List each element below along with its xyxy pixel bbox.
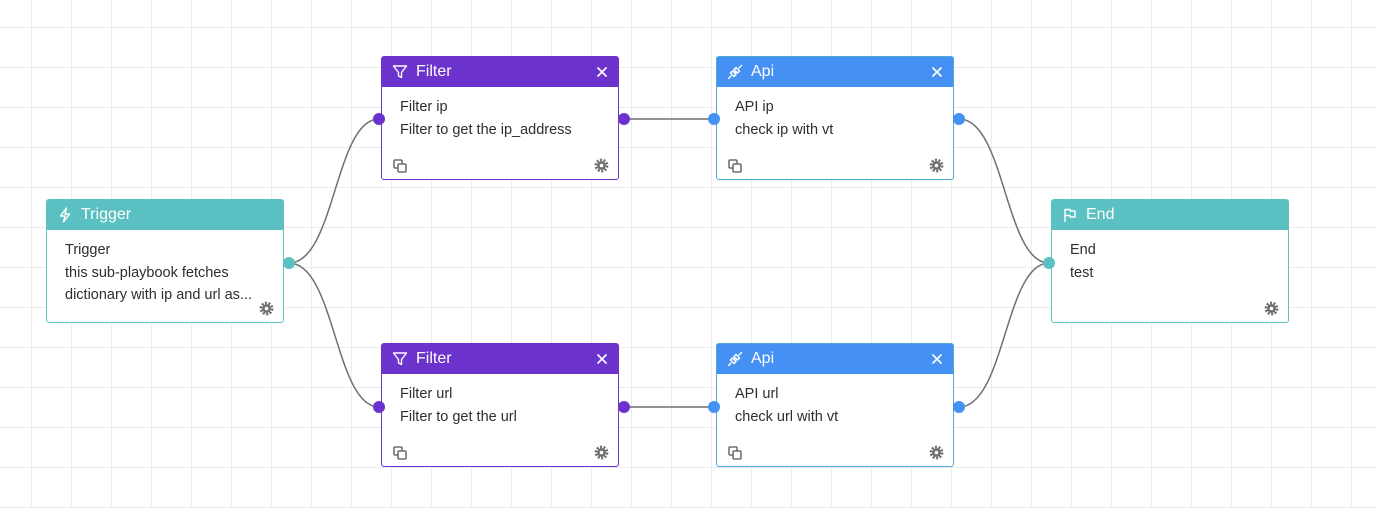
node-description: check ip with vt	[735, 121, 834, 138]
node-header[interactable]: Filter	[382, 57, 618, 87]
node-name: API ip	[735, 99, 774, 115]
node-header[interactable]: Api	[717, 344, 953, 374]
node-description: Filter to get the ip_address	[400, 121, 572, 138]
node-description: dictionary with ip and url as...	[65, 287, 252, 303]
edge-trigger-to-filter-url	[288, 262, 380, 408]
end-input-port[interactable]	[1043, 257, 1055, 269]
gear-icon[interactable]	[928, 444, 945, 461]
filter-ip-input-port[interactable]	[373, 113, 385, 125]
api-url-input-port[interactable]	[708, 401, 720, 413]
lightning-icon	[56, 206, 74, 224]
edge-trigger-to-filter-ip	[288, 118, 380, 264]
close-icon[interactable]	[594, 351, 610, 367]
filter-url-output-port[interactable]	[618, 401, 630, 413]
gear-icon[interactable]	[593, 444, 610, 461]
node-description: test	[1070, 264, 1094, 281]
node-name: Trigger	[65, 242, 111, 258]
filter-ip-node[interactable]: Filter Filter ip Filter to get the ip_ad…	[381, 56, 619, 180]
flag-icon	[1061, 206, 1079, 224]
node-description: Filter to get the url	[400, 408, 517, 425]
copy-icon[interactable]	[392, 158, 408, 174]
node-name: Filter ip	[400, 99, 448, 115]
gear-icon[interactable]	[928, 157, 945, 174]
api-ip-input-port[interactable]	[708, 113, 720, 125]
funnel-icon	[391, 350, 409, 368]
node-header[interactable]: Api	[717, 57, 953, 87]
filter-url-node[interactable]: Filter Filter url Filter to get the url	[381, 343, 619, 467]
edge-api-url-to-end	[958, 262, 1050, 408]
gear-icon[interactable]	[1263, 300, 1280, 317]
gear-icon[interactable]	[593, 157, 610, 174]
funnel-icon	[391, 63, 409, 81]
node-title: Filter	[416, 63, 452, 80]
node-title: Api	[751, 63, 775, 80]
node-title: Filter	[416, 350, 452, 367]
node-name: API url	[735, 386, 779, 402]
copy-icon[interactable]	[727, 158, 743, 174]
edge-api-ip-to-end	[958, 118, 1050, 264]
node-header[interactable]: End	[1052, 200, 1288, 230]
filter-ip-output-port[interactable]	[618, 113, 630, 125]
close-icon[interactable]	[929, 64, 945, 80]
plug-icon	[726, 63, 744, 81]
node-description: this sub-playbook fetches	[65, 264, 229, 281]
close-icon[interactable]	[929, 351, 945, 367]
node-title: Trigger	[81, 206, 132, 223]
copy-icon[interactable]	[392, 445, 408, 461]
trigger-node[interactable]: Trigger Trigger this sub-playbook fetche…	[46, 199, 284, 323]
node-header[interactable]: Filter	[382, 344, 618, 374]
close-icon[interactable]	[594, 64, 610, 80]
node-title: End	[1086, 206, 1115, 223]
api-ip-node[interactable]: Api API ip check ip with vt	[716, 56, 954, 180]
api-url-output-port[interactable]	[953, 401, 965, 413]
trigger-output-port[interactable]	[283, 257, 295, 269]
end-node[interactable]: End End test	[1051, 199, 1289, 323]
node-header[interactable]: Trigger	[47, 200, 283, 230]
node-name: Filter url	[400, 386, 453, 402]
gear-icon[interactable]	[258, 300, 275, 317]
api-url-node[interactable]: Api API url check url with vt	[716, 343, 954, 467]
node-title: Api	[751, 350, 775, 367]
node-name: End	[1070, 242, 1096, 258]
copy-icon[interactable]	[727, 445, 743, 461]
node-description: check url with vt	[735, 408, 839, 425]
filter-url-input-port[interactable]	[373, 401, 385, 413]
api-ip-output-port[interactable]	[953, 113, 965, 125]
plug-icon	[726, 350, 744, 368]
